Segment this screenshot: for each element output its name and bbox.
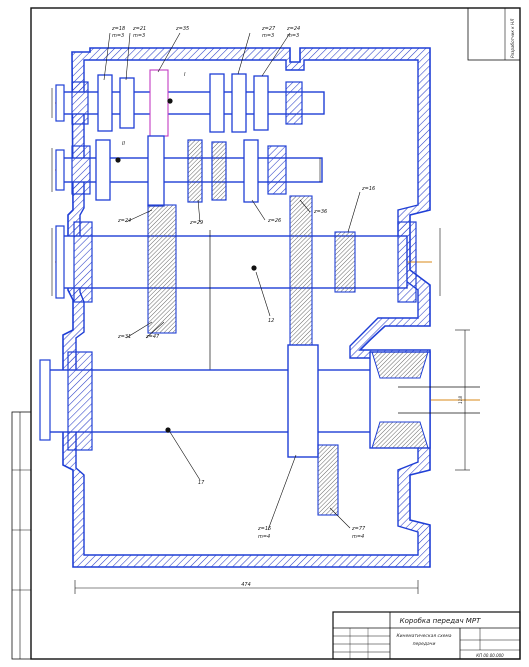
label-z16-right: z=16 <box>361 186 375 192</box>
label-m3-a: m=3 <box>112 33 124 39</box>
title-block <box>332 611 521 660</box>
title-block-title: Коробка передач МРТ <box>400 617 481 625</box>
label-m3-d: m=3 <box>287 33 299 39</box>
label-shaft-1: I <box>184 72 186 78</box>
label-z31-low: z=31 <box>117 334 131 340</box>
right-height-dimension: 118 <box>458 396 463 404</box>
shaft-4 <box>47 344 480 516</box>
label-z24-mid: z=24 <box>117 218 131 224</box>
label-z27-top: z=27 <box>261 26 276 32</box>
label-m4-a: m=4 <box>258 534 270 540</box>
title-block-subtitle-1: Кинематическая схема <box>396 633 451 639</box>
label-leader-17: 17 <box>198 480 205 486</box>
shaft-3 <box>61 195 417 400</box>
label-z29-mid: z=29 <box>189 220 203 226</box>
title-block-subtitle-2: передачи <box>413 642 436 647</box>
label-z15-bottom: z=15 <box>257 526 271 532</box>
label-z77-bottom: z=77 <box>351 526 366 532</box>
overall-width-dimension: 474 <box>241 582 251 588</box>
label-z36-right: z=36 <box>313 209 327 215</box>
left-end-caps <box>39 84 65 441</box>
label-m3-b: m=3 <box>133 33 145 39</box>
label-z47-low: z=47 <box>145 334 160 340</box>
label-z24-top: z=24 <box>286 26 300 32</box>
shaft-2 <box>61 135 323 207</box>
label-m3-c: m=3 <box>262 33 274 39</box>
label-z21-top: z=21 <box>132 26 146 32</box>
sheet-frame <box>11 7 521 660</box>
label-z26-mid: z=26 <box>267 218 281 224</box>
shaft-1 <box>61 69 325 137</box>
side-stamp: Разработчик к НЛ <box>510 18 515 58</box>
label-leader-12: 12 <box>268 318 274 324</box>
label-shaft-2: II <box>122 141 125 147</box>
label-m4-b: m=4 <box>352 534 364 540</box>
leader-lines <box>103 32 361 531</box>
label-z35-top: z=35 <box>175 26 189 32</box>
label-z18-top: z=18 <box>111 26 125 32</box>
title-block-designation: КП 00.00.000 <box>476 653 504 658</box>
dimension-lines <box>51 88 470 594</box>
